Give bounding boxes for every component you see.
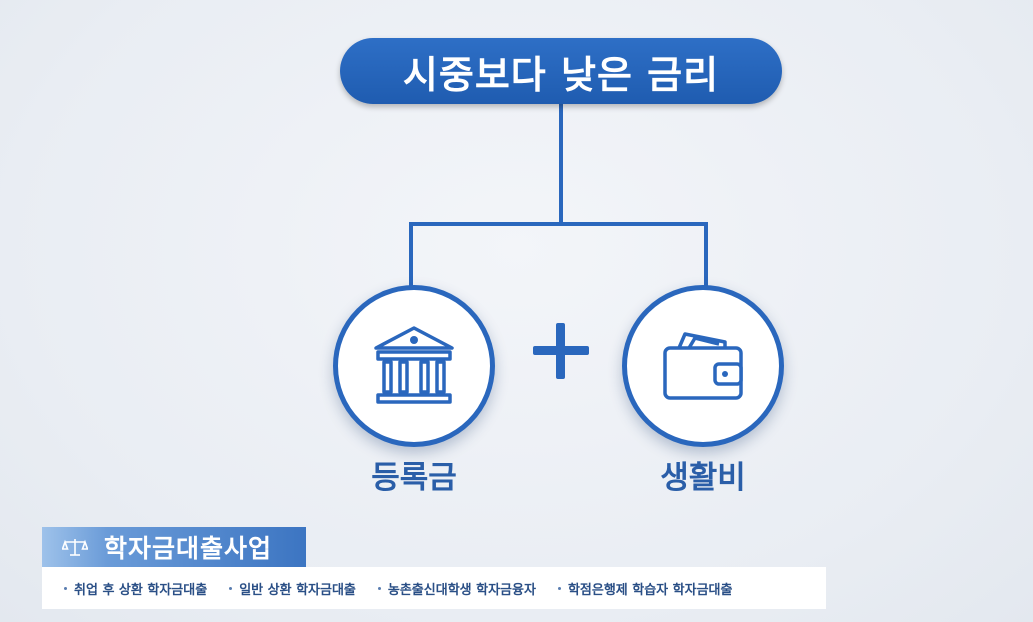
program-heading: 학자금대출사업	[104, 534, 273, 563]
bullet-icon	[557, 586, 561, 590]
program-item: 일반 상환 학자금대출	[229, 579, 356, 598]
program-list: 취업 후 상환 학자금대출 일반 상환 학자금대출 농촌출신대학생 학자금융자 …	[42, 567, 826, 609]
wallet-icon	[663, 332, 743, 400]
living-cost-label: 생활비	[660, 460, 746, 496]
tuition-circle	[333, 285, 495, 447]
living-cost-circle	[622, 285, 784, 447]
plus-sign	[533, 323, 589, 379]
program-heading-tag: 학자금대출사업	[42, 527, 306, 567]
bullet-icon	[229, 586, 233, 590]
scales-icon	[62, 539, 88, 556]
program-item: 취업 후 상환 학자금대출	[64, 579, 207, 598]
bullet-icon	[377, 586, 381, 590]
title-text: 시중보다 낮은 금리	[402, 52, 720, 97]
program-item: 학점은행제 학습자 학자금대출	[557, 579, 732, 598]
program-item: 농촌출신대학생 학자금융자	[377, 579, 536, 598]
bullet-icon	[64, 586, 67, 590]
title-pill: 시중보다 낮은 금리	[340, 38, 782, 104]
tuition-label: 등록금	[371, 460, 457, 496]
bank-building-icon	[374, 326, 454, 404]
